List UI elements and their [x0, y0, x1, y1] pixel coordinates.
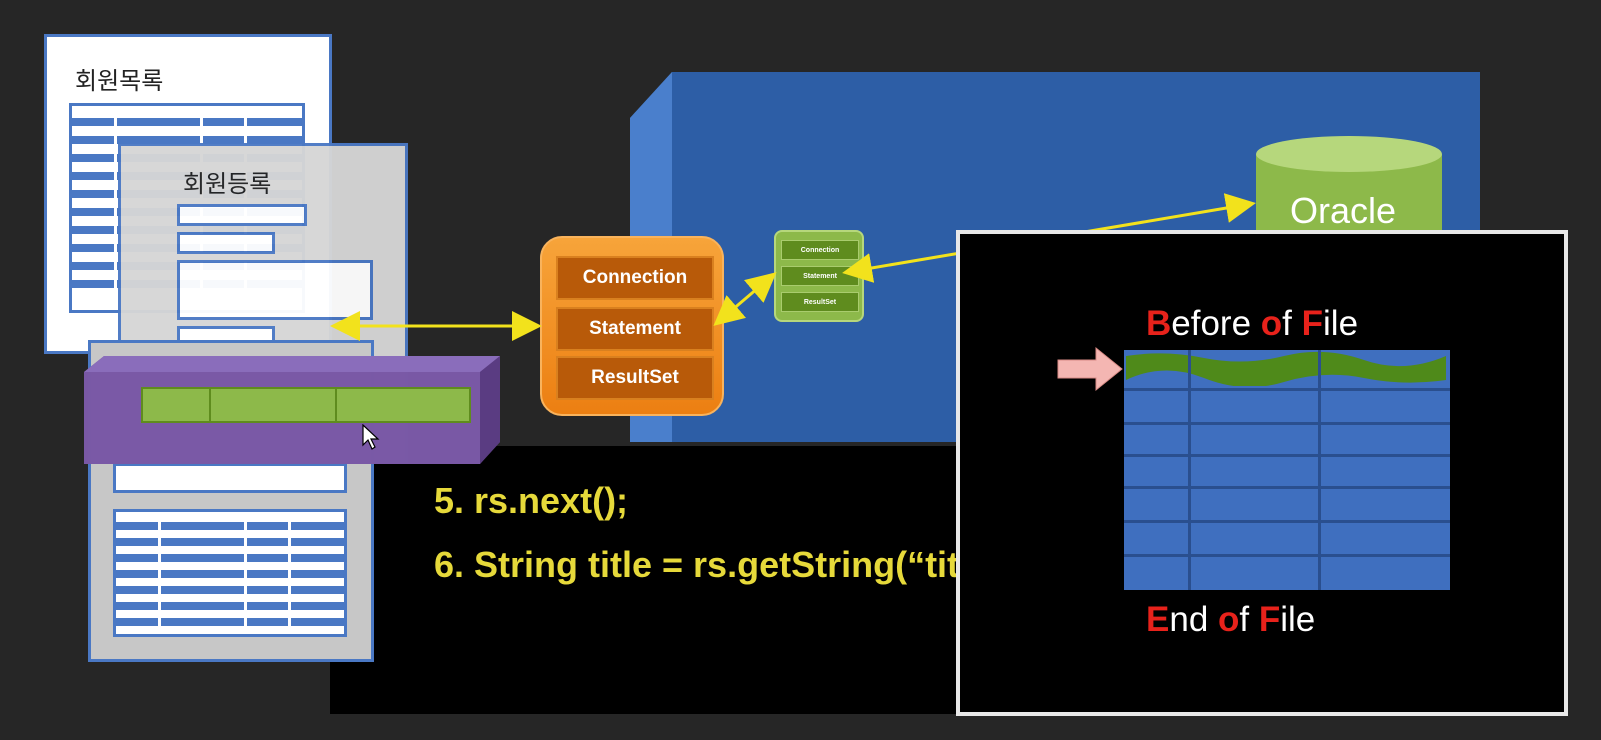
resultset-table: [1124, 350, 1450, 590]
member-list-title: 회원목록: [75, 67, 164, 95]
before-of-file-label: Before of File: [1146, 304, 1359, 343]
database-cylinder-icon: [1256, 136, 1442, 244]
resultset-purple-bar: [84, 356, 500, 464]
arrow-connection-to-statement: [713, 272, 777, 326]
mouse-cursor-icon: [362, 424, 380, 450]
pointer-arrow-icon: [1057, 346, 1123, 392]
code-panel: [330, 446, 980, 714]
register-field-1: [177, 204, 307, 226]
mini-item-resultset: ResultSet: [781, 292, 859, 312]
connection-card: Connection Statement ResultSet: [540, 236, 724, 416]
register-field-2: [177, 232, 275, 254]
register-field-3: [177, 260, 373, 320]
code-line-5: 5. rs.next();: [434, 480, 629, 521]
connection-item-statement: Statement: [556, 307, 714, 351]
connection-item-resultset: ResultSet: [556, 356, 714, 400]
mini-item-statement: Statement: [781, 266, 859, 286]
detail-field: [113, 463, 347, 493]
member-register-title: 회원등록: [183, 170, 272, 198]
detail-table: [113, 509, 347, 637]
connection-item-connection: Connection: [556, 256, 714, 300]
database-label: Oracle: [1290, 190, 1397, 231]
current-row-highlight: [1126, 351, 1446, 386]
code-line-6: 6. String title = rs.getString(“title”);: [434, 544, 1032, 585]
end-of-file-label: End of File: [1146, 600, 1316, 639]
